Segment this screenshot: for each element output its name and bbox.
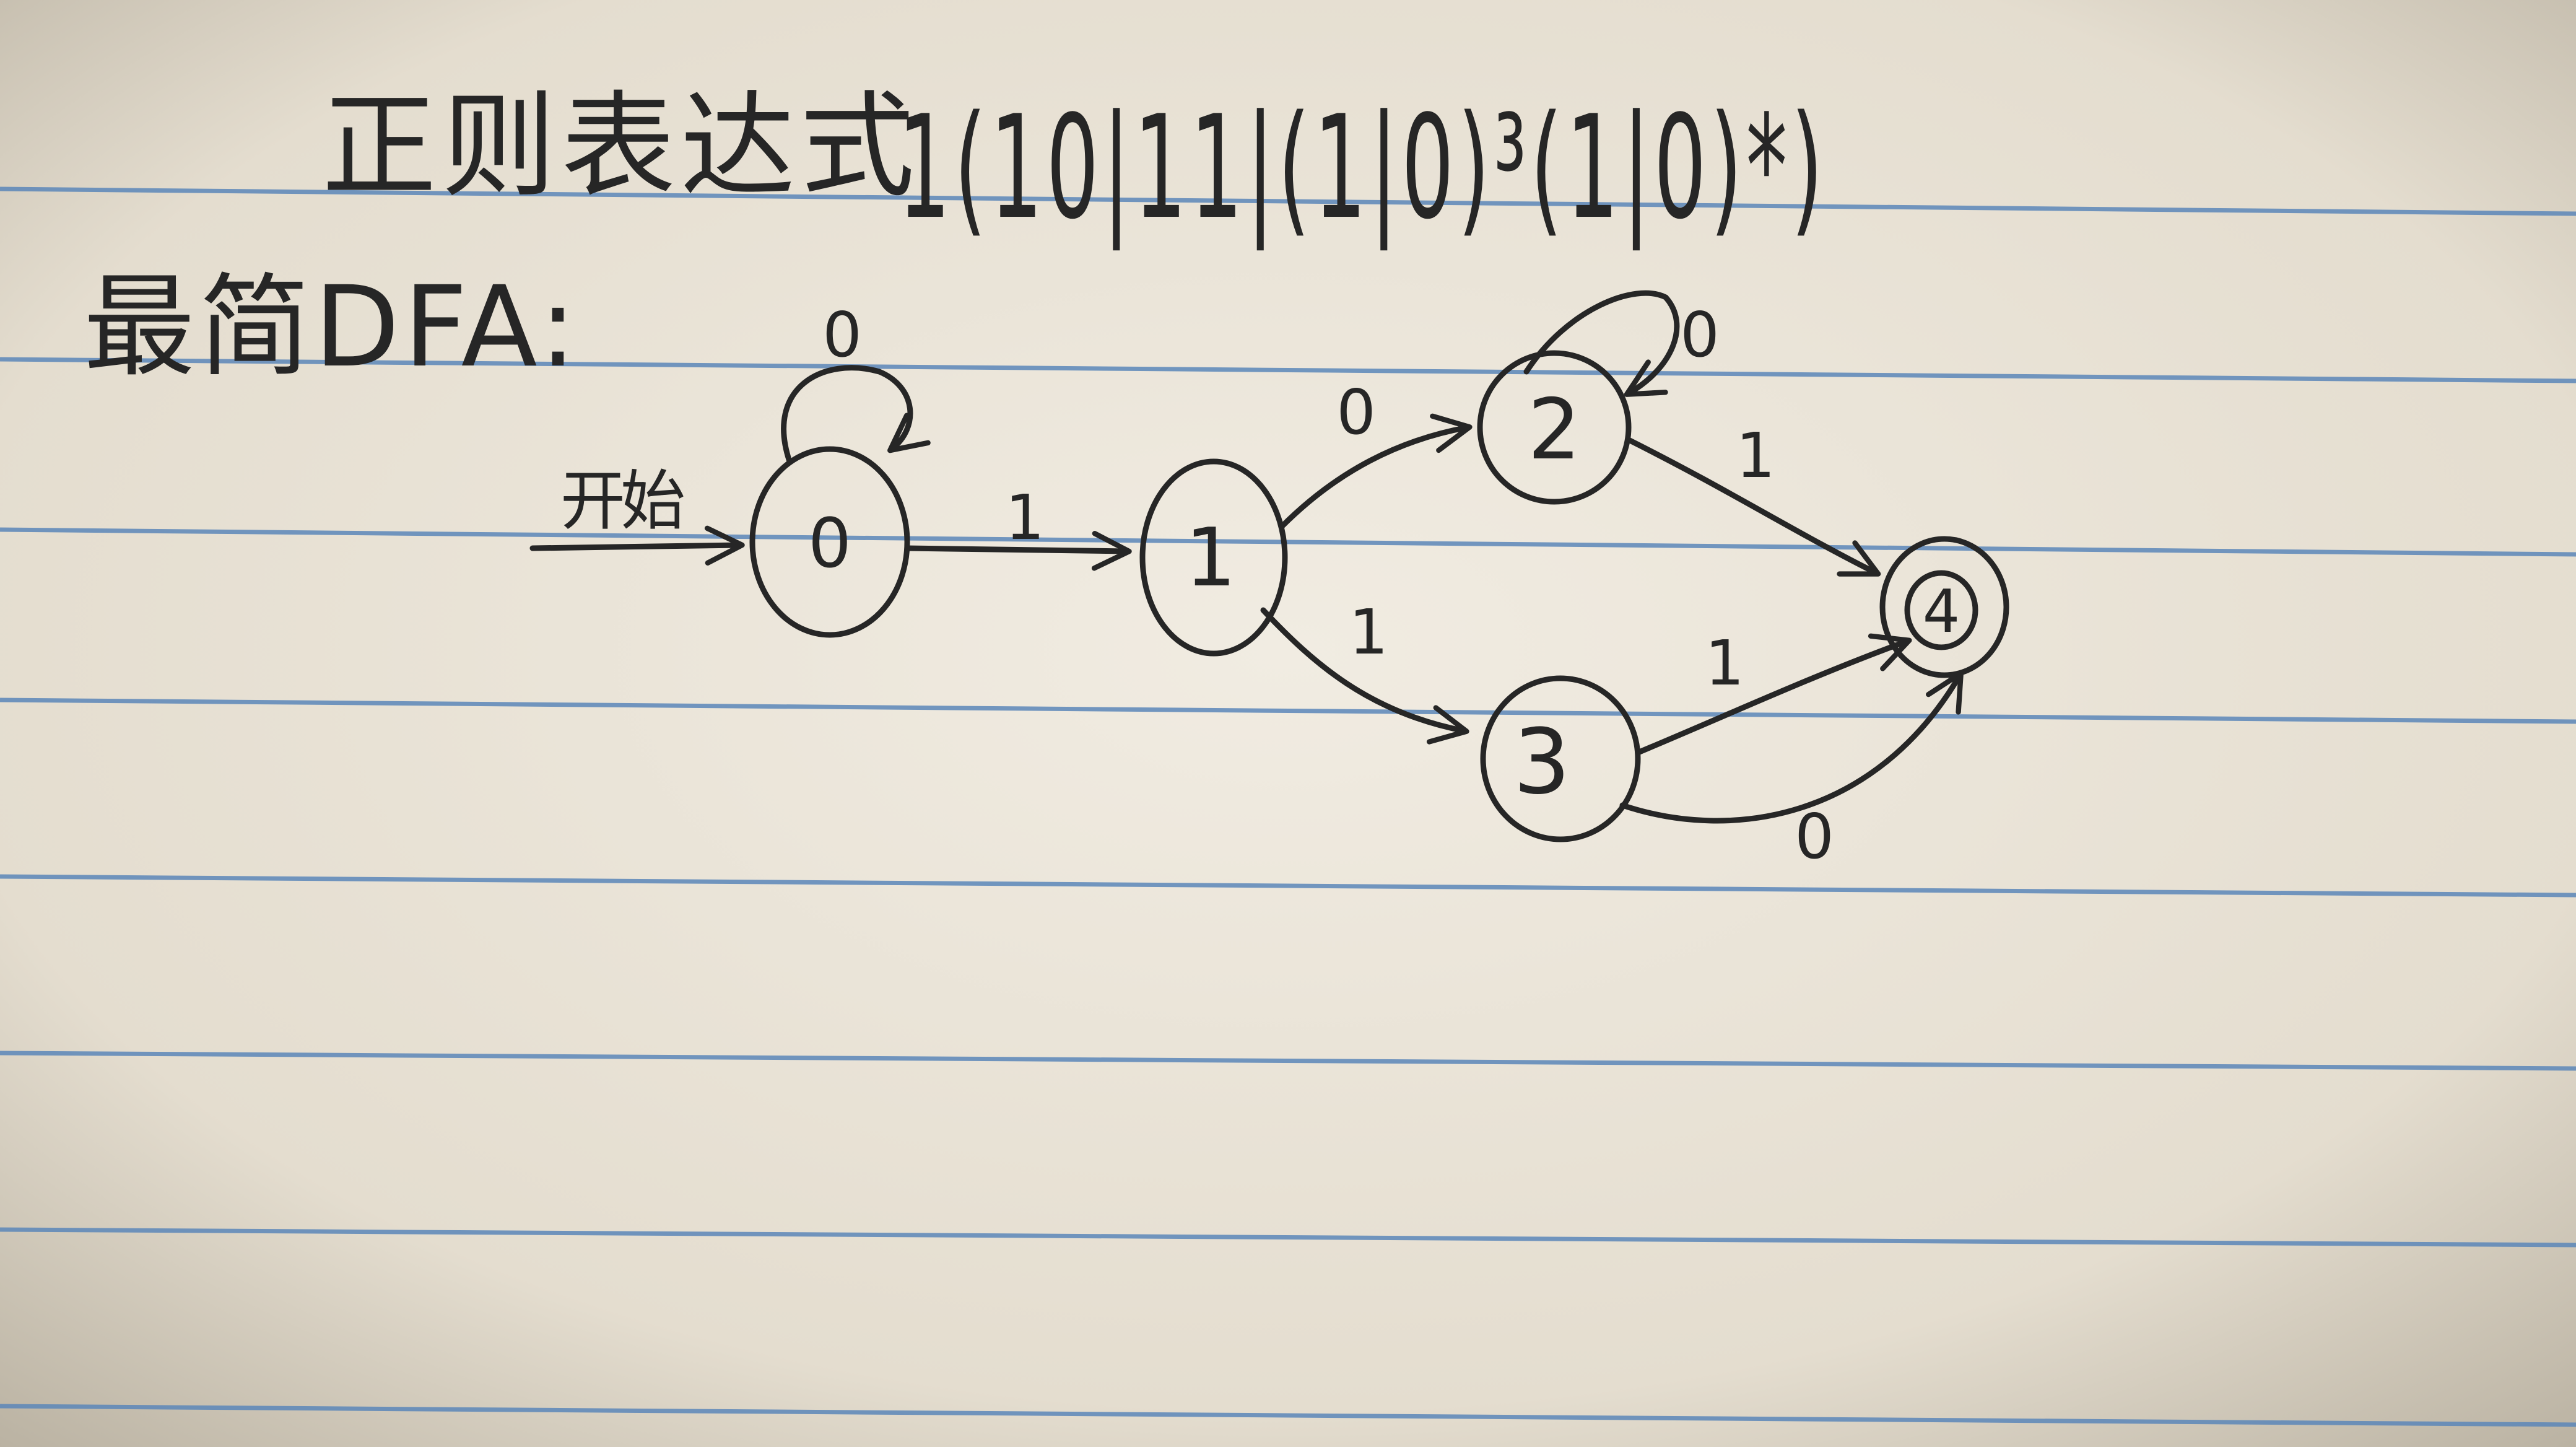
label-edge-3-4-zero: 0 [1795,800,1834,873]
self-loop-0 [781,365,931,465]
state-4-inner-circle [1904,570,1978,650]
rule-line [0,1051,2576,1071]
ruled-lines [0,186,2576,1427]
state-2-circle [1477,350,1632,505]
regex-label: 正则表达式 [322,79,920,213]
dfa-diagram [529,290,2009,842]
label-edge-1-3: 1 [1349,596,1388,668]
edge-2-4 [1625,437,1881,577]
rule-line [0,357,2576,383]
label-edge-0-1: 1 [1005,481,1045,554]
state-label-1: 1 [1185,510,1237,605]
regex-expression: 1(10|11|(1|0)³(1|0)*) [898,85,1827,251]
self-loop-2 [1523,290,1680,397]
start-arrow [529,525,745,566]
rule-line [0,527,2576,557]
label-edge-3-4-one: 1 [1705,627,1744,699]
dfa-label: 最简DFA: [84,263,580,392]
rule-line [0,186,2576,216]
start-label: 开始 [560,463,684,539]
state-labels: 0 1 2 3 4 [808,381,1960,815]
transition-labels: 0 1 0 1 0 1 1 0 [822,299,1834,873]
rule-line [0,1404,2576,1427]
label-loop-0: 0 [822,299,862,371]
edge-0-1 [904,531,1132,571]
rule-line [0,874,2576,898]
rule-line [0,1227,2576,1248]
state-4-outer-circle [1879,536,2009,678]
state-1-circle [1139,458,1288,657]
state-label-4: 4 [1923,578,1960,646]
state-0-circle [749,446,910,638]
label-edge-2-4: 1 [1736,419,1775,492]
state-3-circle [1480,675,1641,842]
edge-3-4-zero [1619,670,1964,824]
edge-1-3 [1260,607,1469,745]
edge-3-4-one [1635,633,1912,756]
state-label-0: 0 [808,504,851,583]
rule-line [0,697,2576,724]
label-loop-2: 0 [1680,299,1720,371]
edge-1-2 [1279,413,1473,530]
state-label-3: 3 [1513,710,1570,815]
state-label-2: 2 [1528,381,1581,478]
label-edge-1-2: 0 [1336,376,1376,448]
